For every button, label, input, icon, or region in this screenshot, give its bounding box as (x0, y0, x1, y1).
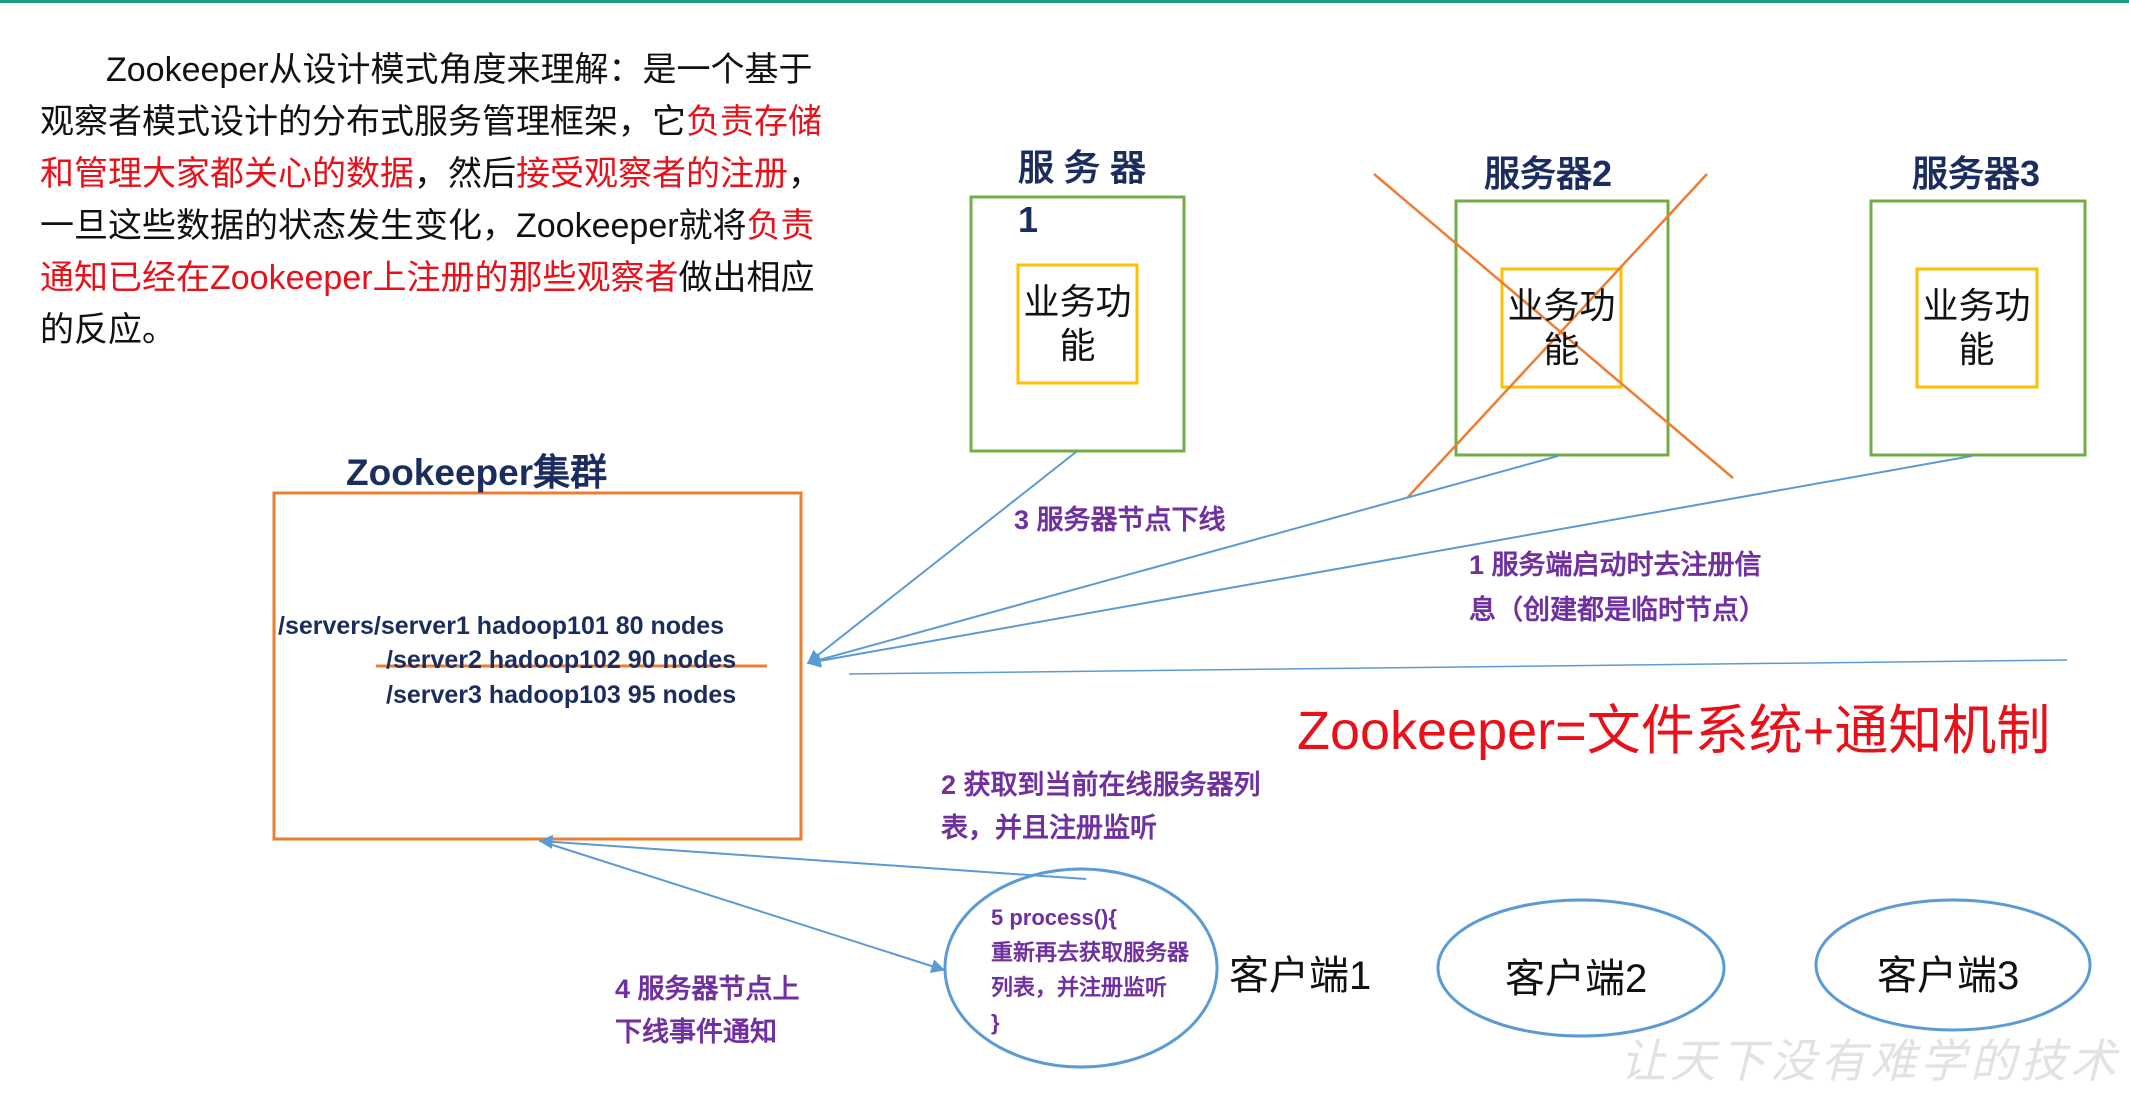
client1-label: 客户端1 (1229, 954, 1372, 998)
server2-box (1454, 199, 1670, 457)
client3-ellipse (1814, 898, 2092, 1032)
cluster-node-server1: /servers/server1 hadoop101 80 nodes (278, 612, 725, 640)
step2-label-line2: 表，并且注册监听 (941, 813, 1157, 843)
intro-seg-highlight: 负责通知已经在Zookeeper上注册的那些观察者 (40, 207, 815, 297)
step2-label-line1: 2 获取到当前在线服务器列 (941, 770, 1261, 800)
step1-label-line2: 息（创建都是临时节点） (1469, 595, 1766, 625)
server2-cross-line (1373, 173, 1734, 479)
arrow-server3-to-cluster (806, 455, 1973, 668)
step5-line: 列表，并注册监听 (991, 975, 1168, 1000)
server2-inner-box (1500, 267, 1623, 389)
step5-line: } (991, 1010, 1000, 1035)
top-divider (0, 0, 2129, 3)
intro-paragraph: Zookeeper从设计模式角度来理解：是一个基于观察者模式设计的分布式服务管理… (40, 44, 825, 356)
step5-line: 5 process(){ (991, 905, 1117, 930)
server1-content: 业务功能 (1023, 281, 1132, 366)
step1-label-line1: 1 服务端启动时去注册信 (1469, 550, 1762, 580)
server2-content: 业务功能 (1507, 285, 1616, 370)
cluster-box (272, 491, 803, 841)
arrow-server2-to-cluster (806, 455, 1559, 667)
client1-ellipse (943, 867, 1219, 1069)
step4-label-line2: 下线事件通知 (615, 1017, 777, 1047)
step4-label-line1: 4 服务器节点上 (615, 974, 800, 1004)
watermark: 让天下没有难学的技术 (1620, 1034, 2120, 1088)
server2-title: 服务器2 (1484, 153, 1613, 194)
server2-cross-line (1407, 173, 1708, 498)
cluster-node-server2: /server2 hadoop102 90 nodes (386, 646, 737, 674)
cluster-node-server3: /server3 hadoop103 95 nodes (386, 681, 737, 709)
intro-seg-highlight: 接受观察者的注册 (516, 155, 788, 193)
formula-text: Zookeeper=文件系统+通知机制 (1297, 701, 2051, 761)
server1-title: 服 务 器 1 (1018, 147, 1147, 240)
arrow-server1-to-cluster (806, 451, 1077, 664)
intro-seg: Zookeeper从设计模式角度来理解：是一个基于观察者模式设计的分布式服务管理… (40, 51, 813, 141)
server1-box (969, 195, 1186, 453)
client2-label: 客户端2 (1505, 957, 1648, 1001)
server1-inner-box (1016, 263, 1139, 385)
intro-seg-highlight: 负责存储和管理大家都关心的数据 (40, 103, 822, 193)
arrow-cluster-to-client (539, 840, 946, 973)
server3-inner-box (1915, 267, 2039, 389)
intro-seg: ，然后 (414, 155, 516, 193)
server3-box (1869, 199, 2087, 457)
step3-label: 3 服务器节点下线 (1014, 505, 1226, 535)
intro-seg: 做出相应的反应。 (40, 259, 815, 349)
client2-ellipse (1436, 898, 1726, 1038)
separator-line (848, 659, 2068, 675)
server3-title: 服务器3 (1912, 153, 2041, 194)
cluster-title: Zookeeper集群 (346, 452, 608, 493)
server3-content: 业务功能 (1922, 285, 2031, 370)
client3-label: 客户端3 (1877, 954, 2020, 998)
step5-line: 重新再去获取服务器 (991, 940, 1190, 965)
arrow-client-to-cluster (538, 834, 1087, 880)
intro-seg: ，一旦这些数据的状态发生变化，Zookeeper就将 (40, 155, 822, 245)
